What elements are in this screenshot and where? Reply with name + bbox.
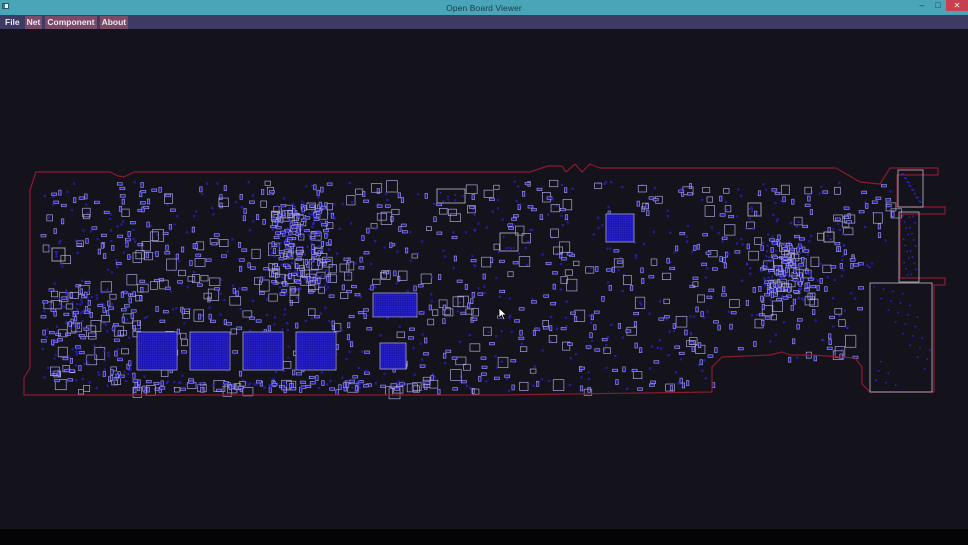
memory-chip-4[interactable] bbox=[295, 331, 337, 371]
maximize-button[interactable]: □ bbox=[935, 0, 941, 10]
sim-holder[interactable] bbox=[436, 188, 466, 204]
memory-chip-2[interactable] bbox=[189, 331, 231, 371]
cpu-chip[interactable] bbox=[605, 213, 635, 243]
component-field bbox=[40, 179, 902, 400]
window-titlebar[interactable]: Open Board Viewer – □ ✕ bbox=[0, 0, 968, 15]
mux-chip[interactable] bbox=[499, 232, 519, 252]
battery-connector[interactable] bbox=[869, 282, 933, 393]
status-strip bbox=[0, 529, 968, 545]
io-connector-mid[interactable] bbox=[898, 211, 920, 283]
connector-layer bbox=[51, 169, 933, 393]
ic-audio[interactable] bbox=[823, 231, 835, 243]
window-controls: – □ ✕ bbox=[914, 0, 968, 15]
storage-controller[interactable] bbox=[372, 292, 418, 318]
menu-file[interactable]: File bbox=[5, 16, 20, 27]
mouse-cursor-icon bbox=[498, 307, 508, 321]
menu-net[interactable]: Net bbox=[24, 15, 43, 29]
board-viewport[interactable] bbox=[0, 29, 968, 529]
app-icon bbox=[2, 3, 9, 9]
io-connector-top[interactable] bbox=[897, 169, 924, 208]
board-canvas[interactable] bbox=[0, 29, 968, 529]
close-button[interactable]: ✕ bbox=[946, 0, 968, 11]
board-outline bbox=[23, 163, 946, 396]
memory-chip-3[interactable] bbox=[242, 331, 284, 371]
menu-about[interactable]: About bbox=[99, 15, 129, 29]
memory-chip-1[interactable] bbox=[136, 331, 178, 371]
minimize-button[interactable]: – bbox=[919, 0, 925, 10]
smc-chip[interactable] bbox=[747, 202, 762, 217]
chip-layer bbox=[136, 213, 635, 371]
ic-left[interactable] bbox=[51, 247, 66, 262]
pch-chip[interactable] bbox=[379, 342, 407, 370]
menu-bar: File Net Component About bbox=[0, 15, 968, 29]
window-title: Open Board Viewer bbox=[446, 2, 522, 13]
menu-component[interactable]: Component bbox=[45, 15, 97, 29]
